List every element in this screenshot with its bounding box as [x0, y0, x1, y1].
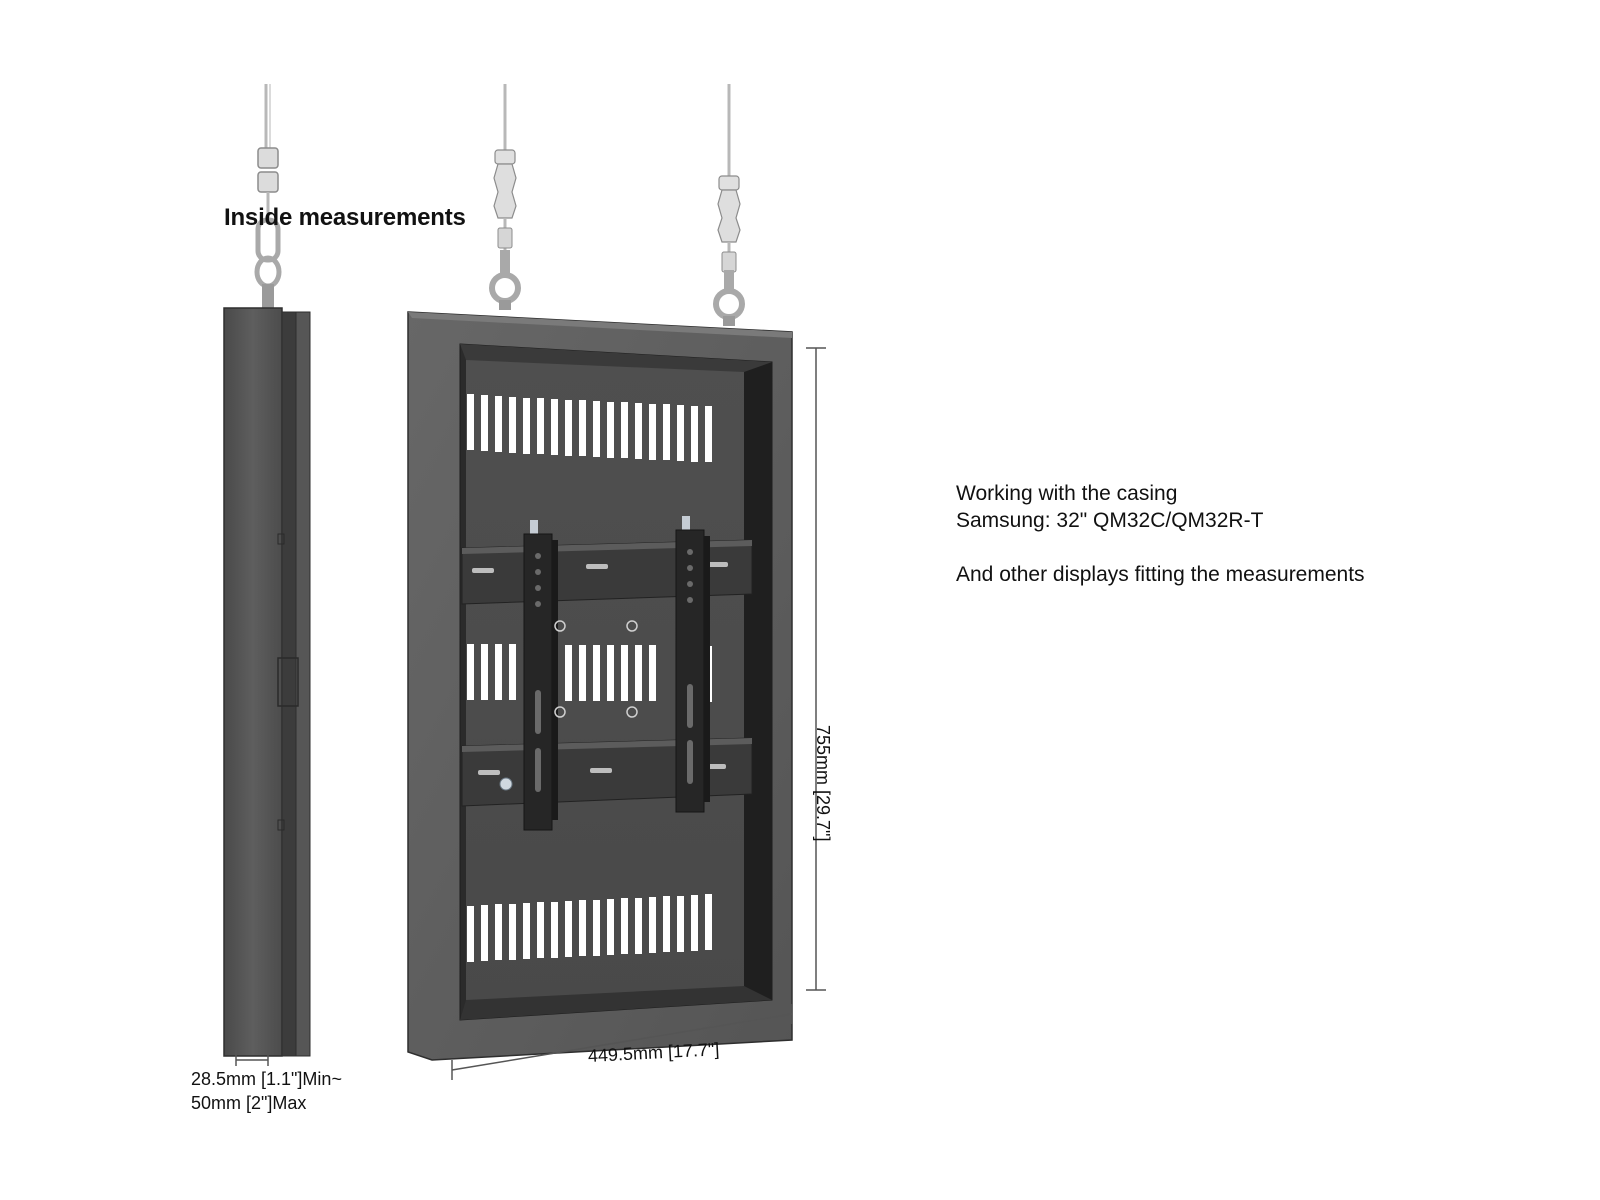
vesa-bracket-right: [675, 516, 710, 813]
hanging-cable-center: [489, 84, 521, 310]
front-view: [407, 84, 826, 1080]
depth-min-text: 28.5mm [1.1"]Min~: [191, 1069, 342, 1089]
height-dimension-label: 755mm [29.7"]: [813, 725, 833, 842]
depth-max-text: 50mm [2"]Max: [191, 1093, 307, 1113]
chain-link: [254, 217, 282, 308]
hanging-cable-right: [713, 84, 745, 326]
side-view: [223, 84, 311, 1066]
width-dimension-line: [451, 1004, 793, 1080]
diagram-heading: Inside measurements: [224, 204, 466, 231]
cable-clamp: [257, 147, 279, 224]
casing-side-profile: [223, 307, 283, 1057]
info-model-line: Samsung: 32" QM32C/QM32R-T: [956, 509, 1264, 532]
info-casing-line: Working with the casing: [956, 482, 1178, 505]
depth-dimension-label: 28.5mm [1.1"]Min~ 50mm [2"]Max: [191, 1067, 342, 1115]
info-other-displays-line: And other displays fitting the measureme…: [956, 563, 1365, 586]
vesa-bracket-left: [523, 520, 558, 831]
vesa-mount-holes: [554, 620, 638, 718]
vent-slots-top: [467, 394, 712, 462]
vent-slots-bottom: [467, 894, 712, 962]
compatibility-info: Working with the casing Samsung: 32" QM3…: [956, 480, 1365, 588]
height-dimension-line: [806, 347, 826, 991]
